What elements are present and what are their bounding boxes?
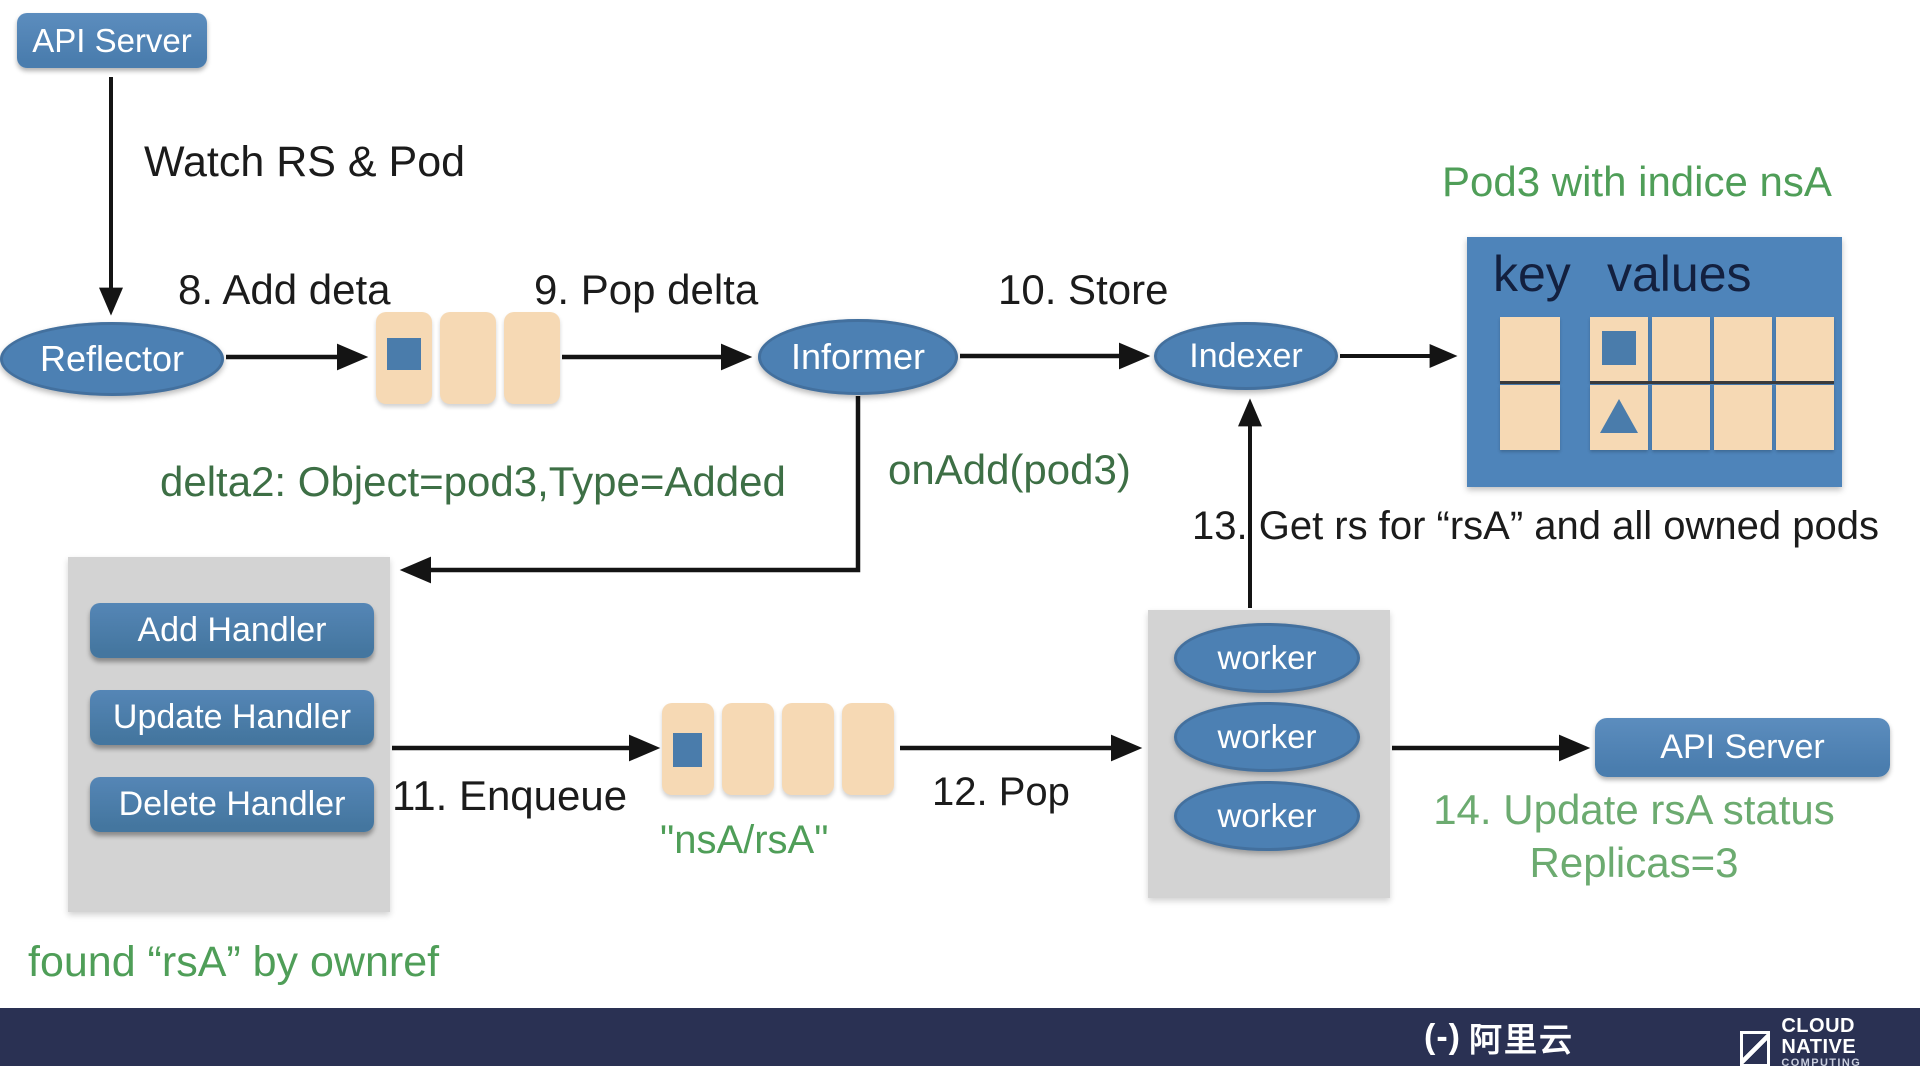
api-server-right-node: API Server — [1595, 718, 1890, 777]
indexer-store-table: key values — [1467, 237, 1842, 487]
store-value-cell — [1714, 317, 1772, 382]
pod-triangle-icon — [1600, 399, 1638, 433]
step9-label: 9. Pop delta — [534, 266, 759, 313]
informer-node: Informer — [758, 319, 958, 395]
watch-rs-pod-label: Watch RS & Pod — [144, 138, 466, 186]
alibaba-bracket-icon: (-) — [1424, 1017, 1461, 1056]
store-value-cell — [1590, 317, 1648, 382]
add-handler-label: Add Handler — [137, 611, 327, 649]
worker-label: worker — [1217, 797, 1317, 834]
store-value-cell — [1714, 385, 1772, 450]
update-handler-node: Update Handler — [90, 690, 374, 745]
cncf-logo-text: CLOUD NATIVE COMPUTING FOUNDATION — [1781, 1016, 1920, 1066]
step14-line2: Replicas=3 — [1529, 838, 1739, 886]
delta-queue-cell — [504, 312, 560, 404]
api-server-right-label: API Server — [1660, 728, 1825, 766]
handlers-panel: Add Handler Update Handler Delete Handle… — [68, 557, 390, 912]
pod-square-icon — [387, 338, 421, 370]
work-queue-cell — [722, 703, 774, 795]
store-key-cell — [1500, 317, 1560, 382]
step13-label: 13. Get rs for “rsA” and all owned pods — [1192, 504, 1879, 548]
delta-queue-cell — [440, 312, 496, 404]
update-handler-label: Update Handler — [112, 698, 352, 736]
work-queue-cell — [842, 703, 894, 795]
cncf-name-line1: CLOUD NATIVE — [1781, 1015, 1857, 1058]
delete-handler-node: Delete Handler — [90, 777, 374, 832]
cncf-name-line2: COMPUTING FOUNDATION — [1781, 1057, 1862, 1066]
store-value-cell — [1652, 317, 1710, 382]
informer-label: Informer — [790, 336, 926, 377]
store-key-cell — [1500, 385, 1560, 450]
step14-annotation: 14. Update rsA status Replicas=3 — [1404, 784, 1864, 889]
found-ownref-annotation: found “rsA” by ownref — [28, 938, 440, 986]
cncf-logo-icon — [1740, 1030, 1771, 1066]
store-row-divider — [1590, 381, 1834, 384]
reflector-label: Reflector — [39, 338, 185, 379]
ns-rs-key-annotation: "nsA/rsA" — [660, 818, 829, 862]
store-value-cell — [1590, 385, 1648, 450]
store-values-header: values — [1607, 246, 1752, 302]
delete-handler-label: Delete Handler — [118, 785, 346, 823]
alibaba-cloud-name: 阿里云 — [1468, 1021, 1574, 1058]
step12-label: 12. Pop — [932, 770, 1070, 814]
cncf-logo: CLOUD NATIVE COMPUTING FOUNDATION — [1740, 1016, 1920, 1066]
store-row-divider — [1500, 381, 1560, 384]
step10-label: 10. Store — [998, 266, 1169, 313]
workers-panel: worker worker worker — [1148, 610, 1390, 898]
worker-node: worker — [1174, 623, 1360, 693]
indexer-node: Indexer — [1154, 322, 1338, 390]
worker-node: worker — [1174, 781, 1360, 851]
pod-square-icon — [1602, 331, 1636, 365]
onadd-annotation: onAdd(pod3) — [888, 446, 1131, 493]
indexer-label: Indexer — [1189, 336, 1303, 375]
step11-label: 11. Enqueue — [392, 772, 628, 819]
rs-key-square-icon — [673, 733, 702, 767]
work-queue-cell — [662, 703, 714, 795]
add-handler-node: Add Handler — [90, 603, 374, 658]
step14-line1: 14. Update rsA status — [1433, 786, 1835, 833]
worker-label: worker — [1217, 718, 1317, 755]
store-value-cell — [1776, 317, 1834, 382]
api-server-top-label: API Server — [32, 21, 192, 59]
worker-node: worker — [1174, 702, 1360, 772]
footer-bar — [0, 1008, 1920, 1066]
store-value-cell — [1776, 385, 1834, 450]
store-value-cell — [1652, 385, 1710, 450]
api-server-top-node: API Server — [17, 13, 207, 68]
alibaba-cloud-logo: (-) 阿里云 — [1424, 1014, 1574, 1060]
delta-queue-cell — [376, 312, 432, 404]
pod3-indice-annotation: Pod3 with indice nsA — [1442, 158, 1832, 205]
delta2-annotation: delta2: Object=pod3,Type=Added — [160, 458, 786, 505]
reflector-node: Reflector — [0, 322, 224, 396]
work-queue-cell — [782, 703, 834, 795]
step8-label: 8. Add deta — [178, 266, 391, 313]
store-key-header: key — [1493, 246, 1571, 302]
worker-label: worker — [1217, 639, 1317, 676]
